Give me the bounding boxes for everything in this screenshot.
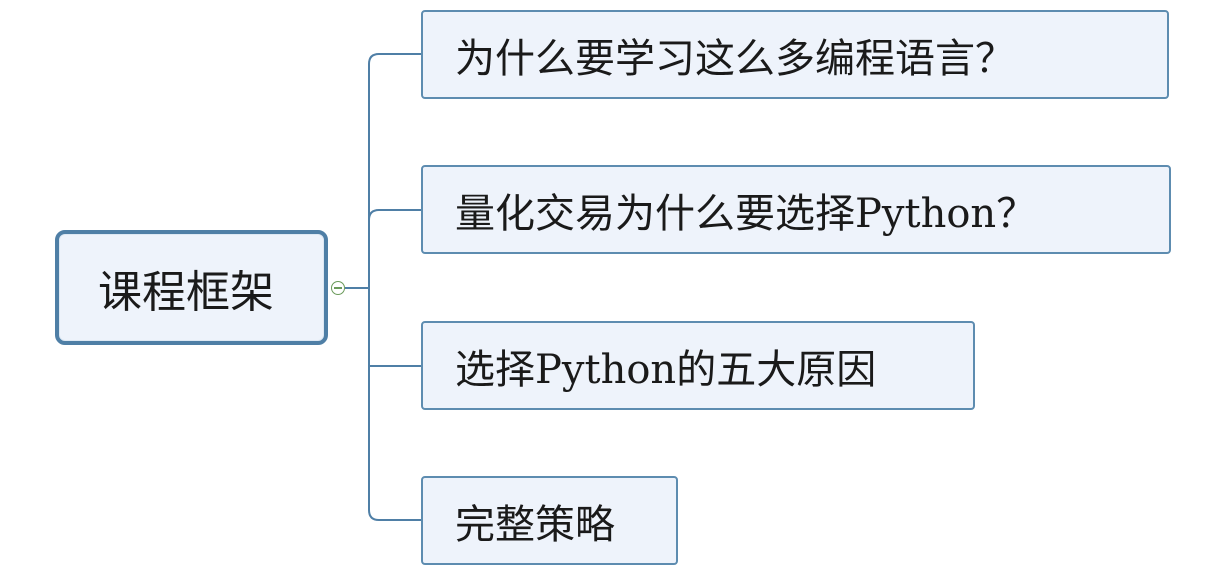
branch-node-why-python-for-quant[interactable]: 量化交易为什么要选择Python？	[421, 165, 1171, 254]
connector-branch-2	[368, 209, 421, 221]
branch-node-label: 量化交易为什么要选择Python？	[455, 190, 1037, 237]
branch-node-complete-strategy[interactable]: 完整策略	[421, 476, 678, 565]
connector-branch-4	[368, 509, 421, 521]
branch-node-label: 选择Python的五大原因	[455, 346, 877, 393]
root-node-label: 课程框架	[98, 266, 274, 318]
connector-branch-1	[368, 53, 421, 65]
branch-node-five-reasons[interactable]: 选择Python的五大原因	[421, 321, 975, 410]
branch-node-why-learn-languages[interactable]: 为什么要学习这么多编程语言？	[421, 10, 1169, 99]
root-node[interactable]: 课程框架	[55, 230, 328, 345]
collapse-toggle-icon[interactable]	[331, 281, 345, 295]
branch-node-label: 完整策略	[455, 501, 615, 548]
branch-node-label: 为什么要学习这么多编程语言？	[455, 35, 1015, 82]
